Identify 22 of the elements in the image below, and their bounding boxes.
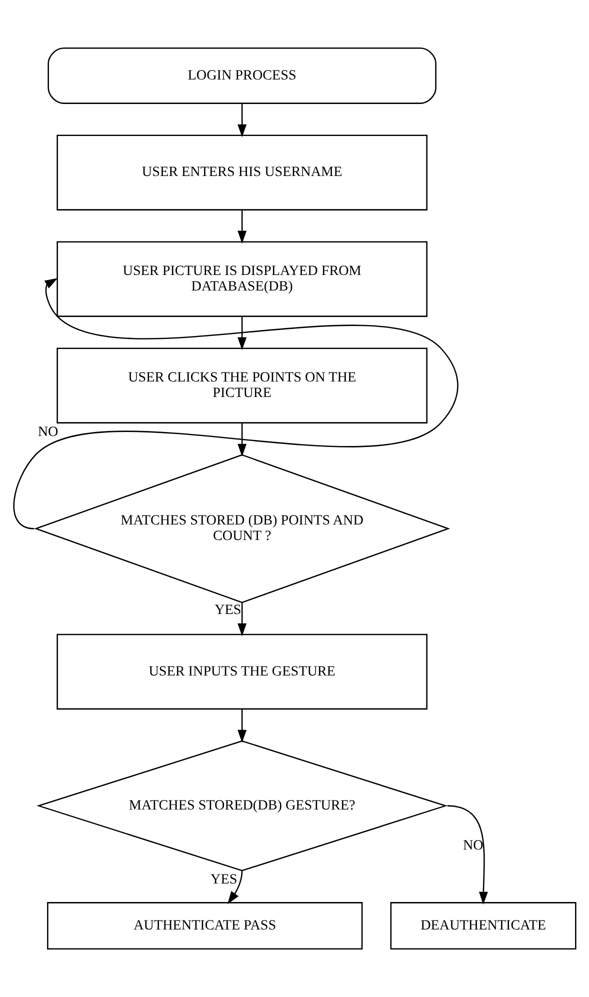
node-box: USER INPUTS THE GESTURE bbox=[56, 634, 428, 710]
node-box: DEAUTHENTICATE bbox=[390, 902, 576, 950]
node-box: USER ENTERS HIS USERNAME bbox=[56, 134, 428, 210]
node-box: USER CLICKS THE POINTS ON THE PICTURE bbox=[56, 348, 428, 424]
arrow bbox=[238, 708, 247, 743]
node-box: LOGIN PROCESS bbox=[48, 47, 436, 104]
arrow bbox=[238, 602, 247, 636]
arrow bbox=[238, 210, 247, 244]
node-diamond: MATCHES STORED (DB) POINTS AND COUNT ? bbox=[34, 454, 450, 604]
node-box: AUTHENTICATE PASS bbox=[47, 902, 363, 950]
edge-label: NO bbox=[463, 838, 484, 854]
edge-label: YES bbox=[214, 602, 242, 618]
node-box: USER PICTURE IS DISPLAYED FROM DATABASE(DB) bbox=[56, 241, 428, 317]
edge-label: YES bbox=[210, 872, 238, 888]
arrow bbox=[238, 423, 247, 457]
edge-label: NO bbox=[38, 424, 58, 440]
arrow bbox=[238, 316, 247, 350]
arrow bbox=[228, 870, 243, 904]
arrow bbox=[447, 805, 488, 905]
arrow bbox=[13, 278, 458, 530]
node-diamond: MATCHES STORED(DB) GESTURE? bbox=[36, 740, 448, 872]
arrow bbox=[238, 104, 247, 138]
